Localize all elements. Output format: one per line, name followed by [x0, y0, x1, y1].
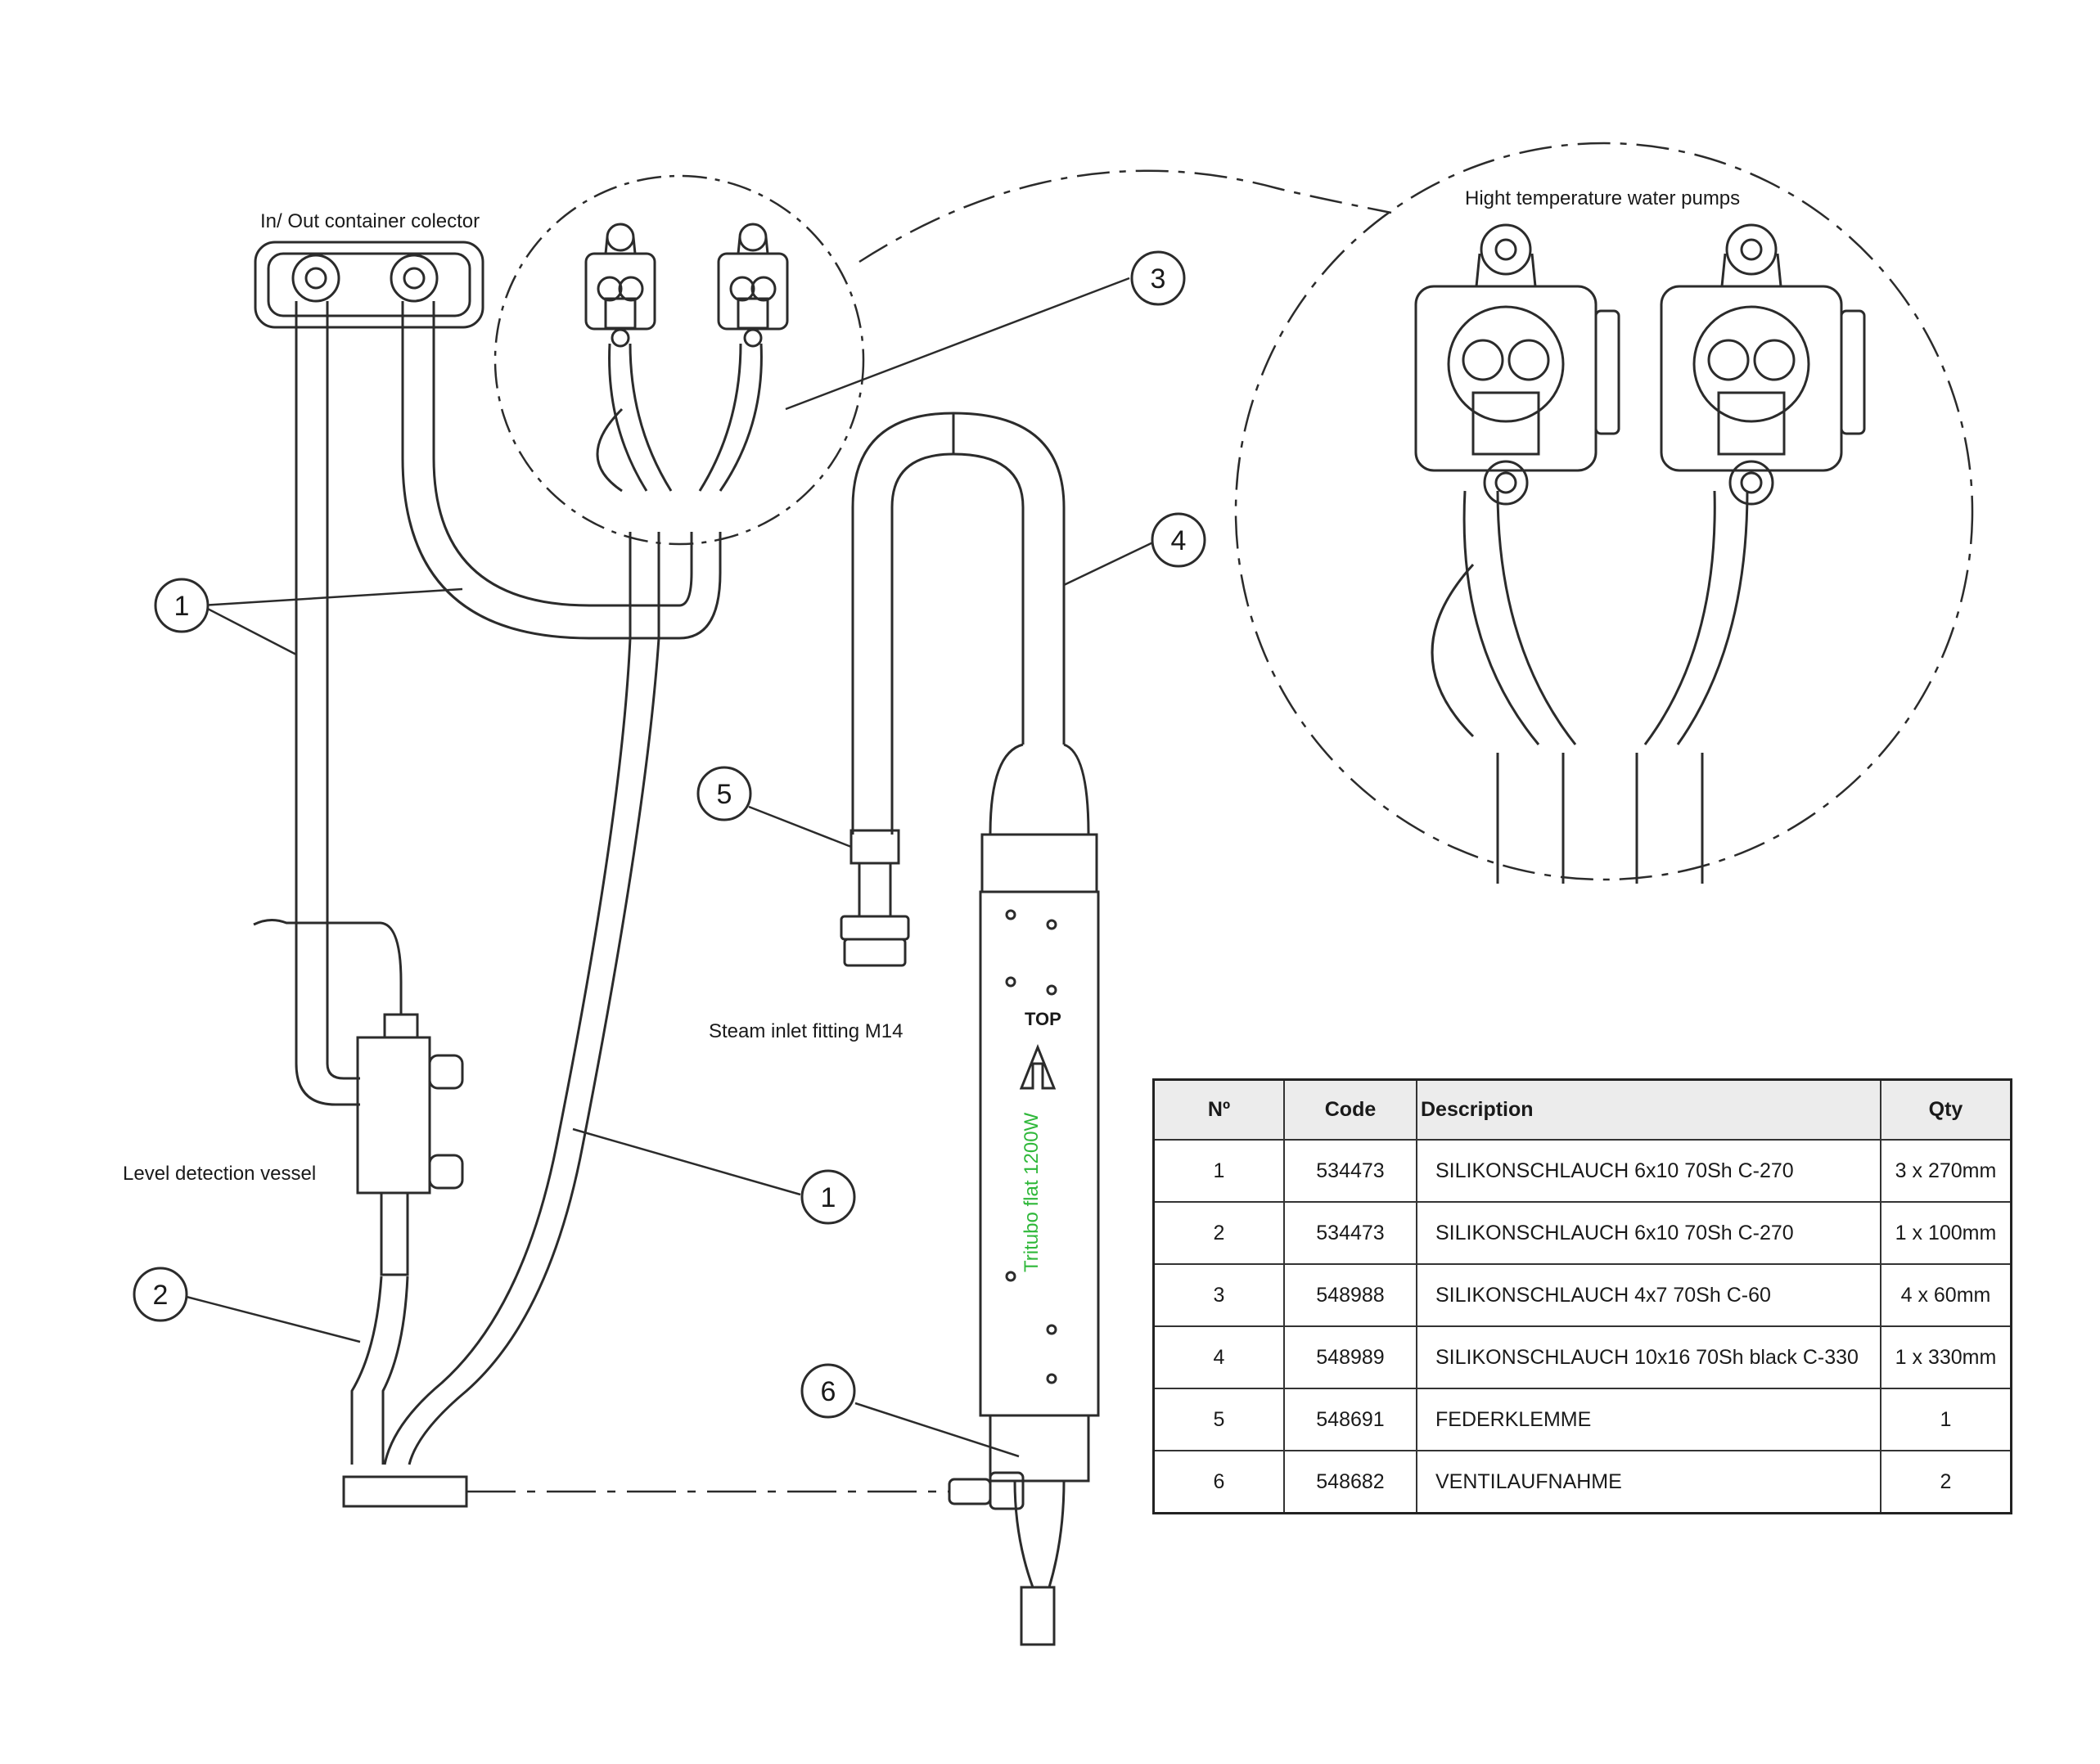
detail-circle-pumps-small: [493, 174, 865, 546]
callout-2: 2: [133, 1267, 188, 1322]
table-header-row: Nº Code Description Qty: [1152, 1078, 2012, 1141]
hose-3-large: [1431, 490, 1749, 884]
hose-3-small: [596, 343, 763, 493]
svg-text:3: 3: [1151, 263, 1166, 295]
cell-no: 3: [1152, 1263, 1285, 1327]
cell-description: SILIKONSCHLAUCH 6x10 70Sh C-270: [1416, 1201, 1881, 1265]
cell-no: 2: [1152, 1201, 1285, 1265]
top-label: TOP: [1025, 1009, 1061, 1029]
table-row: 3 548988 SILIKONSCHLAUCH 4x7 70Sh C-60 4…: [1152, 1263, 2012, 1327]
cell-code: 548682: [1283, 1450, 1417, 1514]
callout-1b: 1: [800, 1169, 856, 1225]
steam-inlet-label: Steam inlet fitting M14: [709, 1020, 903, 1042]
cell-description: VENTILAUFNAHME: [1416, 1450, 1881, 1514]
collector-label: In/ Out container colector: [260, 210, 480, 232]
in-out-collector: [254, 241, 484, 329]
header-qty: Qty: [1880, 1078, 2012, 1141]
hose-1-left: [295, 301, 360, 1106]
heater-label: Tritubo flat 1200W: [1021, 1112, 1043, 1272]
table-row: 1 534473 SILIKONSCHLAUCH 6x10 70Sh C-270…: [1152, 1139, 2012, 1203]
callout-1a: 1: [154, 578, 210, 633]
level-detection-vessel: [253, 919, 468, 1508]
detail-connector-line: [858, 169, 1392, 263]
heater-tritubo: [979, 743, 1100, 1646]
cell-description: SILIKONSCHLAUCH 10x16 70Sh black C-330: [1416, 1325, 1881, 1389]
pumps-label: Hight temperature water pumps: [1465, 187, 1740, 209]
svg-text:1: 1: [174, 591, 190, 622]
cell-code: 548989: [1283, 1325, 1417, 1389]
cell-no: 1: [1152, 1139, 1285, 1203]
table-row: 6 548682 VENTILAUFNAHME 2: [1152, 1450, 2012, 1514]
pump-small-2: [717, 223, 789, 348]
cell-qty: 2: [1880, 1450, 2012, 1514]
hose-1-middle: [383, 532, 660, 1465]
cell-description: SILIKONSCHLAUCH 6x10 70Sh C-270: [1416, 1139, 1881, 1203]
svg-text:4: 4: [1171, 525, 1187, 556]
table-row: 5 548691 FEDERKLEMME 1: [1152, 1388, 2012, 1451]
svg-text:1: 1: [821, 1182, 836, 1213]
cell-code: 534473: [1283, 1139, 1417, 1203]
header-code: Code: [1283, 1078, 1417, 1141]
callout-4: 4: [1151, 512, 1206, 568]
pump-small-1: [584, 223, 656, 348]
valve-holder: [948, 1471, 1025, 1510]
cell-qty: 1 x 330mm: [1880, 1325, 2012, 1389]
svg-text:2: 2: [153, 1280, 169, 1311]
parts-table: Nº Code Description Qty 1 534473 SILIKON…: [1152, 1078, 2012, 1514]
detail-circle-pumps-large: [1234, 142, 1974, 881]
cell-qty: 3 x 270mm: [1880, 1139, 2012, 1203]
cell-no: 6: [1152, 1450, 1285, 1514]
callout-5: 5: [696, 766, 752, 821]
svg-text:6: 6: [821, 1376, 836, 1407]
header-no: Nº: [1152, 1078, 1285, 1141]
cell-code: 548691: [1283, 1388, 1417, 1451]
cell-qty: 1 x 100mm: [1880, 1201, 2012, 1265]
callout-leaders: [186, 277, 1159, 1458]
svg-text:5: 5: [717, 779, 732, 810]
steam-inlet-fitting: [840, 829, 910, 967]
cell-code: 548988: [1283, 1263, 1417, 1327]
hose-1-loop: [401, 301, 722, 640]
header-description: Description: [1416, 1078, 1881, 1141]
callout-6: 6: [800, 1363, 856, 1419]
cell-code: 534473: [1283, 1201, 1417, 1265]
level-vessel-label: Level detection vessel: [123, 1163, 316, 1185]
pump-large-1: [1414, 223, 1620, 506]
cell-no: 4: [1152, 1325, 1285, 1389]
table-row: 2 534473 SILIKONSCHLAUCH 6x10 70Sh C-270…: [1152, 1201, 2012, 1265]
cell-qty: 1: [1880, 1388, 2012, 1451]
table-row: 4 548989 SILIKONSCHLAUCH 10x16 70Sh blac…: [1152, 1325, 2012, 1389]
callout-3: 3: [1130, 250, 1186, 306]
hose-4-loop: [851, 412, 1066, 835]
pump-large-2: [1660, 223, 1866, 506]
cell-no: 5: [1152, 1388, 1285, 1451]
cell-description: FEDERKLEMME: [1416, 1388, 1881, 1451]
cell-qty: 4 x 60mm: [1880, 1263, 2012, 1327]
cell-description: SILIKONSCHLAUCH 4x7 70Sh C-60: [1416, 1263, 1881, 1327]
